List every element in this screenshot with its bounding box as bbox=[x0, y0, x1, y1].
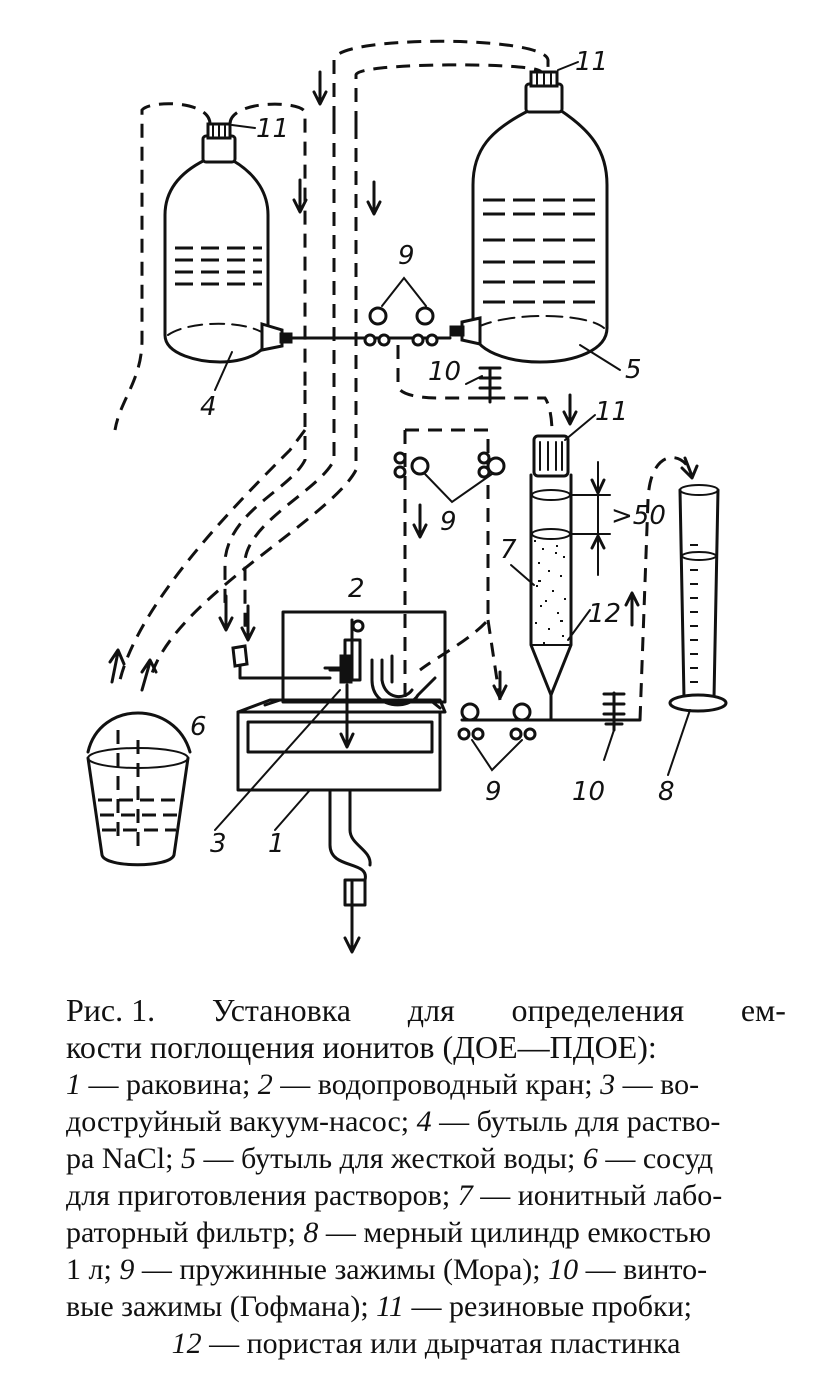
leader-lines bbox=[214, 61, 691, 831]
caption-title-word: ем- bbox=[740, 992, 786, 1028]
label-10: 10 bbox=[572, 777, 605, 807]
legend-item-text: — водопроводный кран; bbox=[272, 1068, 601, 1101]
caption-legend-text: 12 — пористая или дырчатая пластинка bbox=[172, 1325, 681, 1362]
label-5: 5 bbox=[625, 355, 642, 385]
legend-item-number: 10 bbox=[548, 1253, 579, 1286]
label-2: 2 bbox=[348, 574, 365, 604]
legend-item-text: — ионитный лабо- bbox=[472, 1179, 723, 1212]
label-9: 9 bbox=[440, 507, 457, 537]
spring-clamps-9-top bbox=[363, 276, 439, 347]
vessel-6 bbox=[86, 711, 192, 867]
bottle-4-nacl bbox=[163, 122, 293, 364]
label-9: 9 bbox=[485, 777, 502, 807]
legend-item-text: доструйный вакуум-насос; bbox=[66, 1105, 417, 1138]
legend-item-text: — бутыль для жесткой воды; bbox=[195, 1142, 583, 1175]
caption-legend-text: раторный фильтр; 8 — мерный цилиндр емко… bbox=[66, 1214, 711, 1251]
flow-arrows bbox=[108, 70, 699, 954]
screw-clamp-10-top bbox=[465, 366, 502, 404]
legend-item-text: для приготовления растворов; bbox=[66, 1179, 458, 1212]
caption-legend-line: доструйный вакуум-насос; 4 — бутыль для … bbox=[66, 1103, 786, 1140]
caption-figure-label: Рис. 1. bbox=[66, 992, 156, 1028]
caption-legend-text: ра NaCl; 5 — бутыль для жесткой воды; 6 … bbox=[66, 1140, 713, 1177]
legend-item-text: — раковина; bbox=[81, 1068, 258, 1101]
legend-item-text: — сосуд bbox=[597, 1142, 714, 1175]
label-12: 12 bbox=[588, 599, 621, 629]
caption-title-line-2: кости поглощения ионитов (ДОЕ—ПДОЕ): bbox=[66, 1029, 657, 1065]
legend-item-text: раторный фильтр; bbox=[66, 1216, 304, 1249]
legend-item-text: — пружинные зажимы (Мора); bbox=[134, 1253, 549, 1286]
legend-item-text: — во- bbox=[615, 1068, 700, 1101]
caption-legend-text: доструйный вакуум-насос; 4 — бутыль для … bbox=[66, 1103, 720, 1140]
label-4: 4 bbox=[200, 392, 217, 422]
label-3: 3 bbox=[210, 829, 227, 859]
caption-legend-text: вые зажимы (Гофмана); 11 — резиновые про… bbox=[66, 1288, 692, 1325]
legend-item-number: 8 bbox=[303, 1216, 319, 1249]
legend-item-number: 9 bbox=[119, 1253, 135, 1286]
legend-item-number: 7 bbox=[457, 1179, 473, 1212]
legend-item-number: 2 bbox=[257, 1068, 273, 1101]
legend-item-number: 5 bbox=[180, 1142, 196, 1175]
figure-caption: Рис. 1. Установка для определения ем- ко… bbox=[66, 992, 786, 1362]
legend-item-text: ра NaCl; bbox=[66, 1142, 181, 1175]
legend-item-text: — мерный цилиндр емкостью bbox=[318, 1216, 711, 1249]
caption-legend-line: раторный фильтр; 8 — мерный цилиндр емко… bbox=[66, 1214, 786, 1251]
legend-item-number: 1 bbox=[66, 1068, 81, 1101]
caption-legend-text: 1 — раковина; 2 — водопроводный кран; 3 … bbox=[66, 1066, 699, 1103]
label-11: 11 bbox=[575, 47, 608, 77]
label-6: 6 bbox=[190, 712, 207, 742]
label-9: 9 bbox=[398, 241, 415, 271]
screw-clamp-10-bottom bbox=[602, 691, 626, 761]
label-7: 7 bbox=[500, 535, 517, 565]
label-1: 1 bbox=[268, 829, 285, 859]
caption-title-word: определения bbox=[511, 992, 685, 1028]
spring-clamps-9-middle bbox=[393, 451, 506, 504]
caption-legend-text: 1 л; 9 — пружинные зажимы (Мора); 10 — в… bbox=[66, 1251, 707, 1288]
tubing bbox=[113, 39, 692, 722]
caption-legend-line: 1 л; 9 — пружинные зажимы (Мора); 10 — в… bbox=[66, 1251, 786, 1288]
ion-exchange-filter-7 bbox=[529, 434, 611, 722]
legend-item-number: 6 bbox=[582, 1142, 598, 1175]
caption-legend: 1 — раковина; 2 — водопроводный кран; 3 … bbox=[66, 1066, 786, 1362]
legend-item-text: — винто- bbox=[578, 1253, 708, 1286]
legend-item-number: 3 bbox=[600, 1068, 616, 1101]
caption-legend-line: для приготовления растворов; 7 — ионитны… bbox=[66, 1177, 786, 1214]
caption-title: Рис. 1. Установка для определения ем- bbox=[66, 992, 786, 1029]
label-11: 11 bbox=[256, 114, 289, 144]
caption-title-word: Установка bbox=[211, 992, 351, 1028]
dimension-label: >50 bbox=[611, 501, 666, 531]
caption-legend-line: ра NaCl; 5 — бутыль для жесткой воды; 6 … bbox=[66, 1140, 786, 1177]
legend-item-text: — пористая или дырчатая пластинка bbox=[201, 1327, 681, 1360]
legend-item-number: 4 bbox=[416, 1105, 432, 1138]
labels: 11 11 11 9 9 9 10 10 4 5 2 7 12 >50 6 3 … bbox=[190, 47, 675, 859]
legend-item-number: 12 bbox=[171, 1327, 202, 1360]
caption-title-word: для bbox=[407, 992, 455, 1028]
apparatus-diagram: 11 11 11 9 9 9 10 10 4 5 2 7 12 >50 6 3 … bbox=[86, 39, 728, 954]
label-11: 11 bbox=[595, 397, 628, 427]
caption-legend-line: вые зажимы (Гофмана); 11 — резиновые про… bbox=[66, 1288, 786, 1325]
legend-item-number: 11 bbox=[376, 1290, 404, 1323]
legend-item-text: вые зажимы (Гофмана); bbox=[66, 1290, 377, 1323]
legend-item-text: — бутыль для раство- bbox=[431, 1105, 721, 1138]
bottle-5-hard-water bbox=[449, 70, 609, 364]
legend-item-text: — резиновые пробки; bbox=[403, 1290, 692, 1323]
label-10: 10 bbox=[428, 357, 461, 387]
caption-legend-line: 12 — пористая или дырчатая пластинка bbox=[66, 1325, 786, 1362]
graduated-cylinder-8 bbox=[668, 484, 728, 713]
caption-legend-line: 1 — раковина; 2 — водопроводный кран; 3 … bbox=[66, 1066, 786, 1103]
legend-item-text: 1 л; bbox=[66, 1253, 120, 1286]
spring-clamps-9-bottom bbox=[457, 702, 537, 772]
sink-1 bbox=[231, 610, 447, 907]
label-8: 8 bbox=[658, 777, 675, 807]
caption-legend-text: для приготовления растворов; 7 — ионитны… bbox=[66, 1177, 722, 1214]
